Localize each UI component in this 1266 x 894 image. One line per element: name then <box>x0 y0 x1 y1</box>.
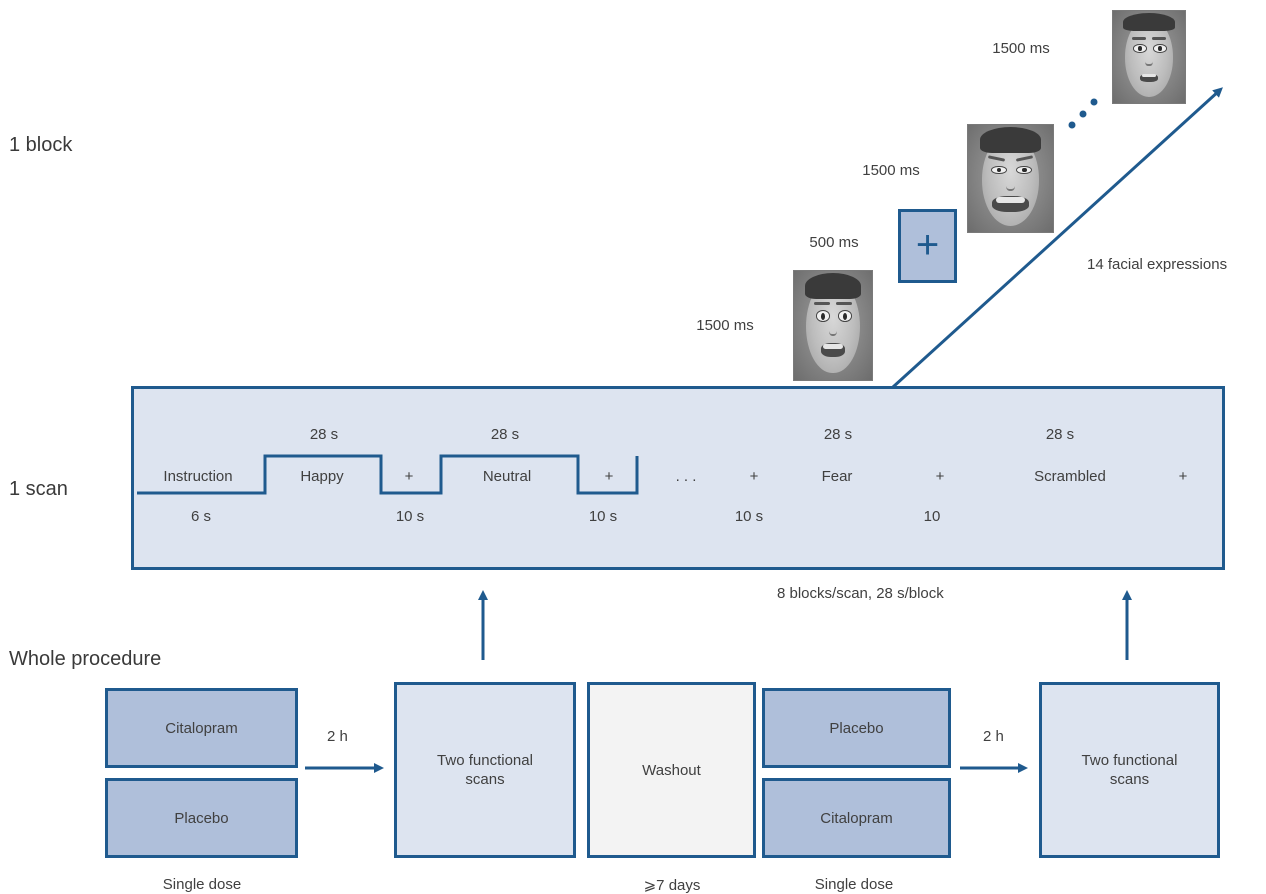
section-label-block: 1 block <box>9 134 73 156</box>
duration-label: 1500 ms <box>992 40 1050 57</box>
face-image <box>967 124 1054 233</box>
fixation-cross-box: + <box>898 209 957 283</box>
ellipsis-dot <box>1079 110 1087 118</box>
fixation-duration: 10 s <box>588 508 618 525</box>
citalopram-box: Citalopram <box>105 688 298 768</box>
scans-label: Two functional scans <box>437 752 533 788</box>
block-duration: 28 s <box>823 426 853 443</box>
duration-label: 1500 ms <box>696 317 754 334</box>
instruction-duration: 6 s <box>190 508 212 525</box>
dose-label: Single dose <box>814 876 894 893</box>
scan-note: 8 blocks/scan, 28 s/block <box>777 585 944 602</box>
facial-expressions-count: 14 facial expressions <box>1087 256 1228 273</box>
washout-box: Washout <box>587 682 756 858</box>
dose-label: Single dose <box>162 876 242 893</box>
drug-label: Placebo <box>174 809 229 827</box>
timeline-label-fear: Fear <box>821 468 853 485</box>
block-duration: 28 s <box>490 426 520 443</box>
functional-scans-box: Two functional scans <box>394 682 576 858</box>
washout-duration: ⩾7 days <box>643 877 701 894</box>
fixation-cross: + <box>915 223 940 268</box>
block-duration: 28 s <box>309 426 339 443</box>
timeline-label-fixation: + <box>404 468 414 485</box>
timeline-label-instruction: Instruction <box>163 468 233 485</box>
timeline-label-scrambled: Scrambled <box>1034 468 1106 485</box>
ellipsis-dot <box>1068 121 1076 129</box>
block-arrow <box>891 87 1223 389</box>
scans-label: Two functional scans <box>1081 752 1178 788</box>
duration-label: 500 ms <box>809 234 859 251</box>
timeline-label-neutral: Neutral <box>482 468 532 485</box>
washout-label: Washout <box>642 761 701 779</box>
citalopram-box: Citalopram <box>762 778 951 858</box>
delay-label: 2 h <box>983 728 1004 745</box>
scan-panel <box>131 386 1225 570</box>
timeline-line <box>137 454 639 495</box>
block-duration: 28 s <box>1045 426 1075 443</box>
delay-label: 2 h <box>327 728 348 745</box>
ellipsis-dot <box>1090 98 1098 106</box>
drug-label: Placebo <box>829 719 884 737</box>
timeline-label-fixation: + <box>749 468 759 485</box>
fixation-duration: 10 s <box>734 508 764 525</box>
section-label-scan: 1 scan <box>9 478 68 500</box>
timeline-label-fixation: + <box>604 468 614 485</box>
placebo-box: Placebo <box>105 778 298 858</box>
drug-label: Citalopram <box>820 809 893 827</box>
functional-scans-box: Two functional scans <box>1039 682 1220 858</box>
drug-label: Citalopram <box>165 719 238 737</box>
timeline-label-fixation: + <box>935 468 945 485</box>
duration-label: 1500 ms <box>862 162 920 179</box>
placebo-box: Placebo <box>762 688 951 768</box>
timeline-label-ellipsis: . . . <box>675 468 697 485</box>
face-image <box>793 270 873 381</box>
fixation-duration: 10 s <box>395 508 425 525</box>
fixation-duration: 10 <box>923 508 941 525</box>
timeline-label-happy: Happy <box>300 468 344 485</box>
section-label-procedure: Whole procedure <box>9 648 162 670</box>
face-image <box>1112 10 1186 104</box>
timeline-label-fixation: + <box>1178 468 1188 485</box>
